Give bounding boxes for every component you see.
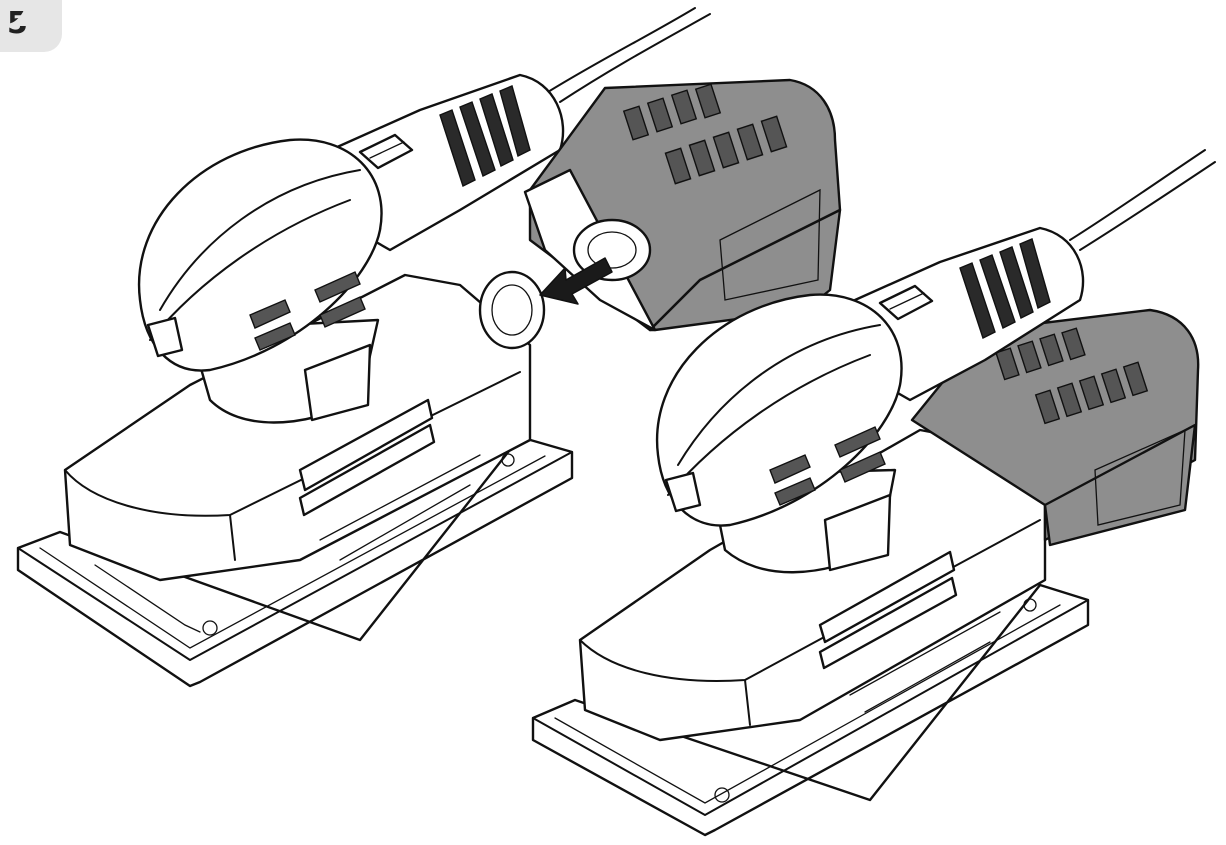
- right-power-cord: [1069, 149, 1206, 241]
- right-handle: [853, 226, 1085, 402]
- left-power-cord: [547, 7, 696, 93]
- left-handle-grip-ribs: [439, 85, 531, 187]
- right-handle-grip-ribs: [959, 238, 1051, 339]
- right-power-switch: [878, 284, 934, 321]
- attached-box-vent-slots: [995, 327, 1149, 425]
- left-base-plate: [16, 435, 574, 688]
- dust-box-vent-slots: [622, 83, 788, 185]
- removal-arrow-icon: [539, 257, 613, 305]
- frame-corner-decoration: [0, 0, 26, 26]
- right-palm-grip: [655, 293, 903, 527]
- left-dust-port: [478, 270, 546, 350]
- right-sander: [531, 149, 1216, 837]
- left-sander: [16, 7, 711, 688]
- left-power-switch: [358, 133, 414, 170]
- left-palm-grip: [137, 138, 383, 372]
- right-base-plate: [531, 583, 1090, 837]
- left-handle: [333, 73, 565, 252]
